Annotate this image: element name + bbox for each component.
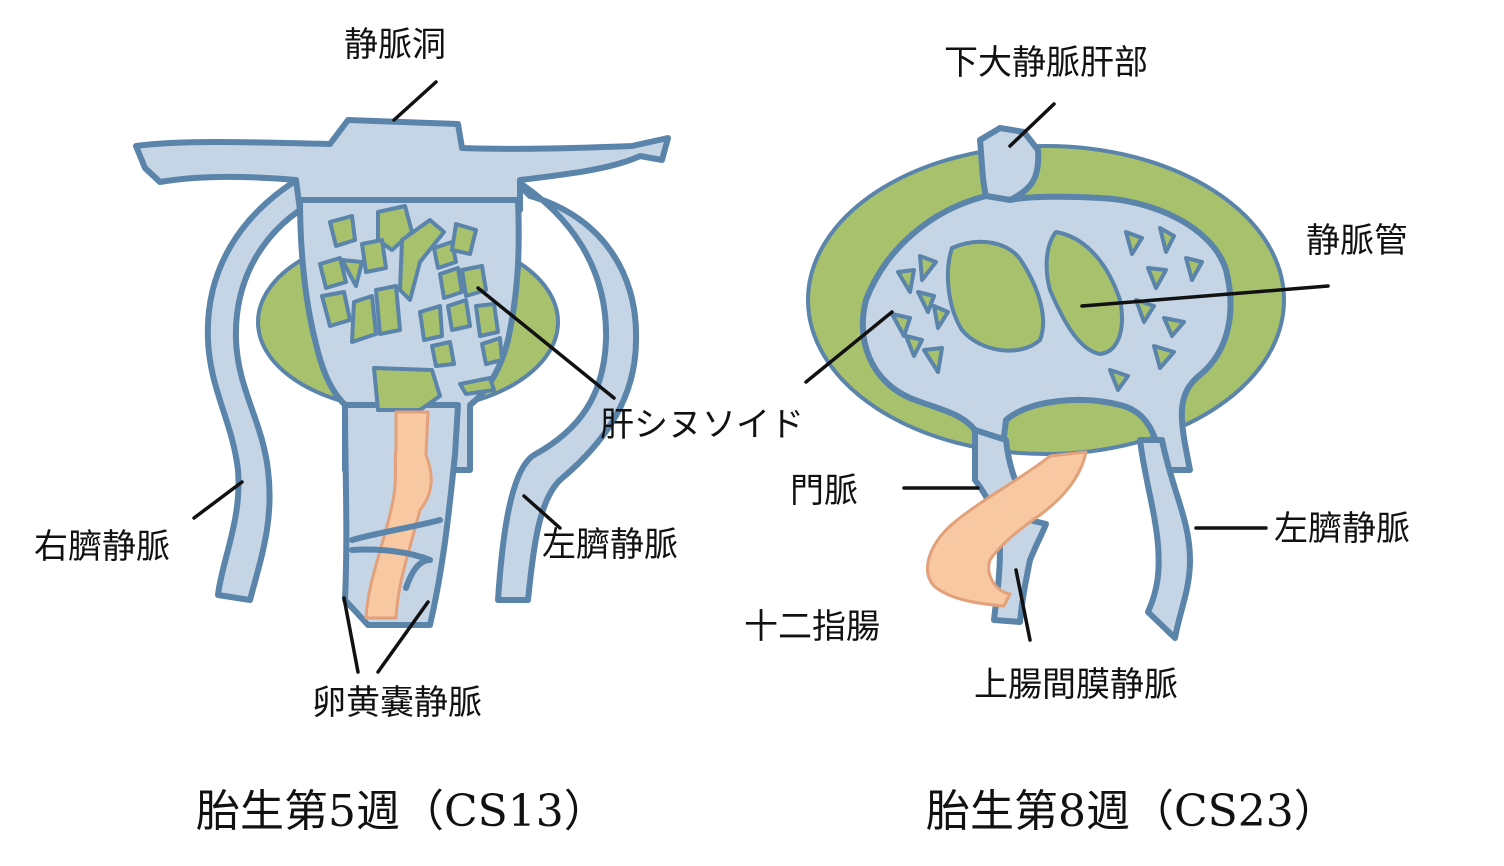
left-hepatic-sinusoids (318, 204, 504, 412)
label-superior-mesenteric-vein: 上腸間膜静脈 (974, 665, 1178, 705)
leader-sinusoid-left (476, 286, 616, 400)
label-sinus-venosus: 静脈洞 (344, 25, 446, 65)
label-vitelline-veins: 卵黄嚢静脈 (312, 683, 482, 723)
leader-ivc (1008, 102, 1056, 148)
leader-sinusoid-right (804, 310, 894, 384)
label-left-umbilical-vein-cs13: 左臍静脈 (542, 525, 678, 565)
leader-vitelline-1 (342, 596, 360, 674)
left-gut-tube (364, 410, 433, 620)
left-right-umbilical-vein (204, 175, 319, 603)
caption-cs23: 胎生第8週（CS23） (926, 786, 1338, 837)
labels: 静脈洞 肝シヌソイド 右臍静脈 左臍静脈 卵黄嚢静脈 胎生第5週（CS13） 下… (34, 25, 1410, 837)
caption-cs13: 胎生第5週（CS13） (196, 786, 608, 837)
label-left-umbilical-vein-cs23: 左臍静脈 (1274, 509, 1410, 549)
right-ivc-hepatic-segment (977, 125, 1042, 203)
right-hepatic-sinusoids (890, 226, 1204, 392)
label-ductus-venosus: 静脈管 (1306, 221, 1408, 261)
leader-sinus-venosus (392, 80, 438, 122)
left-panel-cs13 (133, 117, 671, 628)
left-vitelline-anastomosis-upper (349, 517, 443, 543)
left-vitelline-branch (403, 557, 433, 591)
leader-left-umbilical-left (522, 494, 562, 530)
leader-ductus-venosus (1080, 284, 1330, 308)
right-duodenum (925, 450, 1088, 608)
leader-right-umbilical (192, 480, 244, 520)
label-hepatic-sinusoid: 肝シヌソイド (600, 405, 804, 445)
label-ivc-hepatic-segment: 下大静脈肝部 (944, 43, 1148, 83)
left-left-umbilical-vein (495, 175, 640, 603)
label-right-umbilical-vein: 右臍静脈 (34, 527, 170, 567)
sinus-venosus (133, 117, 671, 213)
leader-lines (192, 80, 1330, 674)
left-vitelline-anastomosis-lower (349, 546, 433, 563)
leader-vitelline-2 (376, 600, 430, 674)
right-panel-cs23 (806, 125, 1286, 641)
leader-smv (1014, 568, 1032, 642)
label-duodenum: 十二指腸 (744, 607, 880, 647)
label-portal-vein: 門脈 (790, 471, 858, 511)
right-left-umbilical-vein (1137, 437, 1193, 641)
